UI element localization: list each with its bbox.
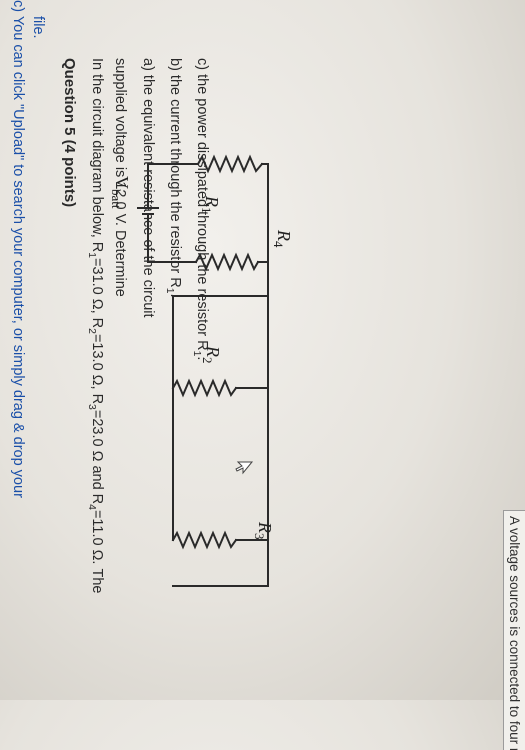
resistor-r4	[194, 252, 260, 272]
mouse-cursor-icon	[235, 461, 254, 475]
r3-label: R3	[252, 521, 275, 540]
image-caption-text: A voltage sources is connected to four r…	[503, 510, 525, 750]
battery-label: Vbatt	[109, 176, 132, 209]
circuit-diagram: Vbatt R1 R4 R2 R3	[109, 154, 294, 587]
resistor-r1	[196, 154, 264, 174]
r2-label: R2	[200, 345, 223, 364]
r4-label: R4	[271, 229, 294, 248]
resistor-r3	[171, 530, 238, 550]
resistor-r2	[171, 378, 238, 398]
r1-label: R1	[199, 195, 222, 214]
